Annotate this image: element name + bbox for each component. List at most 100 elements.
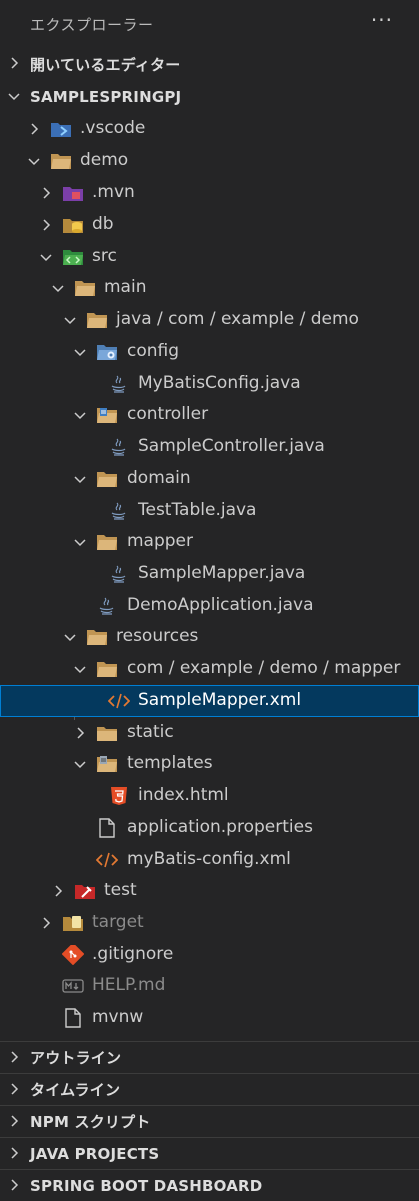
- java-file-icon: [111, 502, 126, 520]
- chevron-right-icon: [55, 885, 63, 897]
- tree-item-main[interactable]: main: [0, 272, 419, 304]
- tree-item-index-html[interactable]: index.html: [0, 780, 419, 812]
- tree-item-sample-mapper-xml[interactable]: SampleMapper.xml: [0, 685, 419, 717]
- tree-item-help-md[interactable]: HELP.md: [0, 970, 419, 1002]
- java-file-icon: [111, 565, 126, 583]
- tree-item-label: application.properties: [127, 817, 313, 837]
- tree-item-gitignore[interactable]: .gitignore: [0, 939, 419, 971]
- tree-item-label: myBatis-config.xml: [127, 849, 291, 869]
- section-project[interactable]: SAMPLESPRINGPJ: [0, 81, 419, 113]
- folder-controller-icon: [97, 408, 117, 423]
- section-project-label: SAMPLESPRINGPJ: [30, 88, 182, 106]
- tree-item-label: static: [127, 722, 174, 742]
- tree-item-java-package[interactable]: java / com / example / demo: [0, 304, 419, 336]
- chevron-right-icon: [11, 57, 19, 69]
- chevron-down-icon: [74, 761, 86, 769]
- explorer-title: エクスプローラー: [30, 16, 154, 34]
- file-icon: [65, 1008, 81, 1028]
- chevron-right-icon: [43, 917, 51, 929]
- chevron-right-icon: [77, 727, 85, 739]
- tree-item-label: java / com / example / demo: [116, 309, 359, 329]
- tree-item-db[interactable]: db: [0, 209, 419, 241]
- tree-item-sample-controller-java[interactable]: SampleController.java: [0, 431, 419, 463]
- tree-item-vscode[interactable]: .vscode: [0, 113, 419, 145]
- java-file-icon: [111, 438, 126, 456]
- tree-item-label: SampleMapper.java: [138, 563, 306, 583]
- chevron-down-icon: [74, 412, 86, 420]
- tree-item-src[interactable]: src: [0, 241, 419, 273]
- section-timeline[interactable]: タイムライン: [0, 1073, 419, 1105]
- section-outline[interactable]: アウトライン: [0, 1041, 419, 1073]
- section-java-projects-label: JAVA PROJECTS: [30, 1144, 160, 1163]
- tree-item-mapper[interactable]: mapper: [0, 526, 419, 558]
- section-npm-scripts-label: NPM スクリプト: [30, 1113, 151, 1131]
- folder-open-icon: [97, 662, 117, 677]
- tree-item-static[interactable]: static: [0, 717, 419, 749]
- folder-open-icon: [97, 472, 117, 487]
- tree-item-mybatis-config-java[interactable]: MyBatisConfig.java: [0, 368, 419, 400]
- chevron-down-icon: [74, 476, 86, 484]
- java-file-icon: [111, 375, 126, 393]
- folder-templates-icon: [97, 756, 117, 772]
- chevron-down-icon: [40, 254, 52, 262]
- tree-item-target[interactable]: target: [0, 907, 419, 939]
- folder-open-icon: [97, 535, 117, 550]
- chevron-right-icon: [11, 1147, 19, 1159]
- tree-item-mvnw[interactable]: mvnw: [0, 1002, 419, 1034]
- section-npm-scripts[interactable]: NPM スクリプト: [0, 1105, 419, 1137]
- tree-item-label: MyBatisConfig.java: [138, 373, 301, 393]
- chevron-right-icon: [11, 1051, 19, 1063]
- tree-item-label: target: [92, 912, 144, 932]
- tree-item-label: DemoApplication.java: [127, 595, 314, 615]
- tree-item-templates[interactable]: templates: [0, 748, 419, 780]
- chevron-down-icon: [28, 158, 40, 166]
- tree-item-resources[interactable]: resources: [0, 621, 419, 653]
- tree-item-test[interactable]: test: [0, 875, 419, 907]
- folder-database-icon: [63, 219, 83, 233]
- html5-file-icon: [111, 787, 127, 805]
- tree-item-test-table-java[interactable]: TestTable.java: [0, 495, 419, 527]
- tree-item-label: resources: [116, 626, 199, 646]
- tree-item-mybatis-config-xml[interactable]: myBatis-config.xml: [0, 844, 419, 876]
- tree-item-mvn[interactable]: .mvn: [0, 177, 419, 209]
- xml-file-icon: [108, 693, 130, 709]
- java-file-icon: [99, 597, 114, 615]
- tree-item-label: controller: [127, 404, 209, 424]
- tree-item-controller[interactable]: controller: [0, 399, 419, 431]
- chevron-right-icon: [43, 219, 51, 231]
- folder-maven-icon: [63, 187, 83, 201]
- chevron-right-icon: [43, 187, 51, 199]
- tree-item-demo[interactable]: demo: [0, 145, 419, 177]
- section-open-editors[interactable]: 開いているエディター: [0, 48, 419, 80]
- chevron-down-icon: [52, 285, 64, 293]
- tree-item-application-properties[interactable]: application.properties: [0, 812, 419, 844]
- xml-file-icon: [96, 852, 118, 868]
- folder-open-icon: [87, 630, 107, 645]
- tree-item-label: SampleController.java: [138, 436, 325, 456]
- section-timeline-label: タイムライン: [30, 1081, 121, 1099]
- tree-item-domain[interactable]: domain: [0, 463, 419, 495]
- section-java-projects[interactable]: JAVA PROJECTS: [0, 1137, 419, 1169]
- section-spring-boot-dashboard[interactable]: SPRING BOOT DASHBOARD: [0, 1169, 419, 1201]
- git-file-icon: [62, 945, 84, 965]
- file-icon: [99, 818, 115, 838]
- chevron-down-icon: [74, 666, 86, 674]
- tree-item-label: config: [127, 341, 180, 361]
- tree-item-config[interactable]: config: [0, 336, 419, 368]
- tree-item-label: com / example / demo / mapper: [127, 658, 401, 678]
- tree-item-demo-application-java[interactable]: DemoApplication.java: [0, 590, 419, 622]
- tree-item-label: HELP.md: [92, 975, 166, 995]
- tree-item-label: .mvn: [92, 182, 135, 202]
- tree-item-label: TestTable.java: [138, 500, 257, 520]
- folder-open-icon: [87, 313, 107, 328]
- tree-item-label: demo: [80, 150, 129, 170]
- section-open-editors-label: 開いているエディター: [30, 55, 181, 74]
- tree-item-resources-package[interactable]: com / example / demo / mapper: [0, 653, 419, 685]
- tree-item-sample-mapper-java[interactable]: SampleMapper.java: [0, 558, 419, 590]
- more-actions-icon[interactable]: ···: [370, 8, 393, 32]
- folder-vscode-icon: [51, 123, 71, 137]
- folder-icon: [97, 727, 117, 741]
- tree-item-label: .vscode: [80, 118, 146, 138]
- chevron-right-icon: [11, 1179, 19, 1191]
- folder-open-icon: [51, 154, 71, 169]
